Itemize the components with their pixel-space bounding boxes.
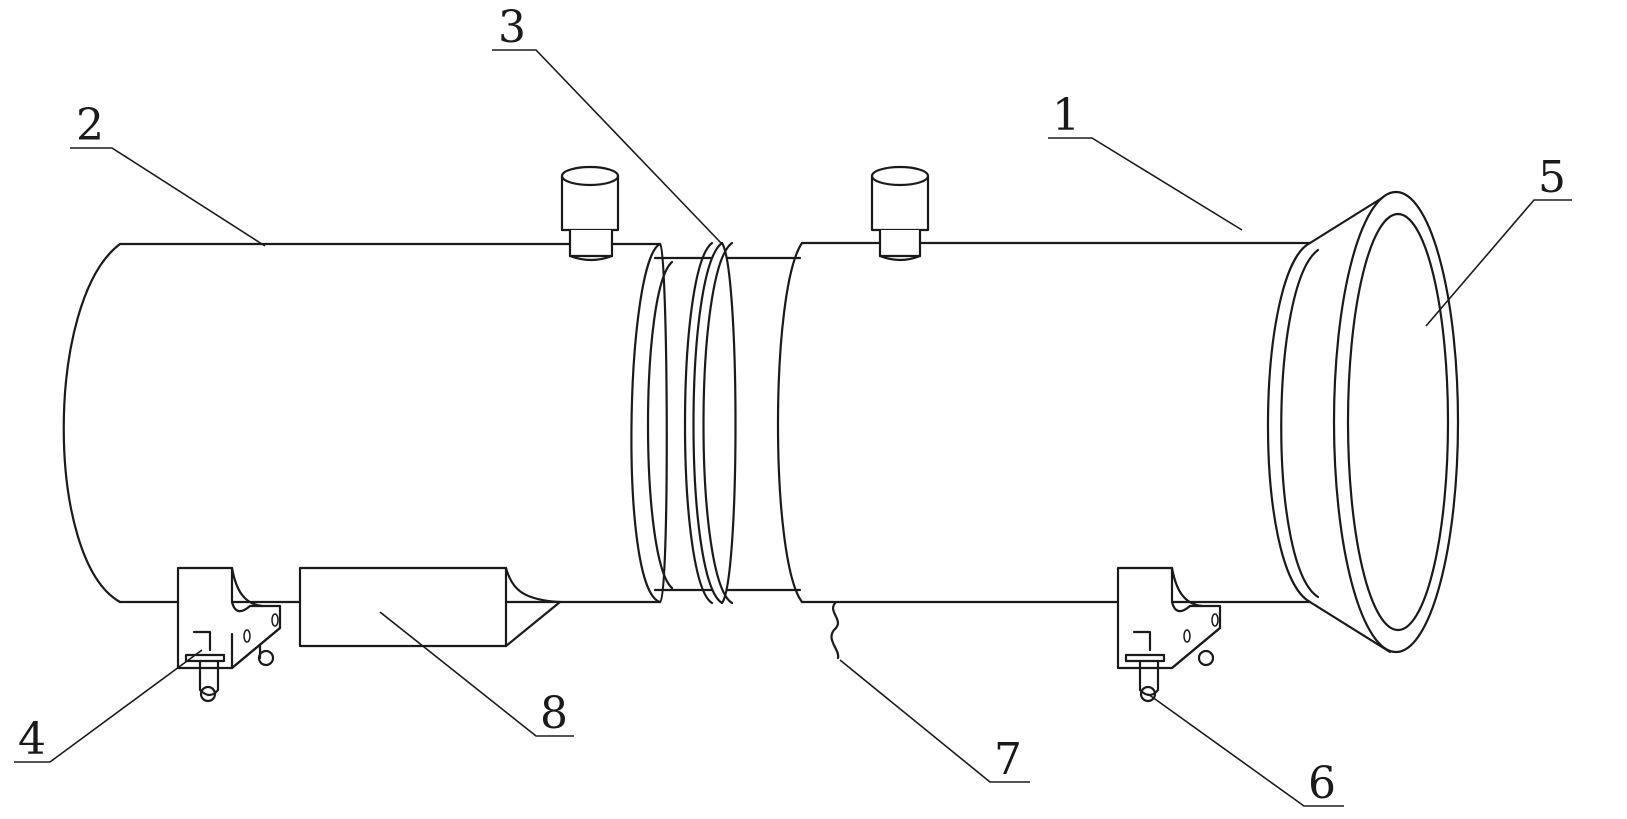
clamp-left [176, 566, 282, 703]
label-4: 4 [18, 714, 46, 765]
leader-lines [14, 49, 1572, 807]
cable [830, 600, 840, 660]
label-8: 8 [540, 688, 568, 739]
label-3: 3 [498, 2, 526, 53]
collar-ring [683, 241, 737, 605]
label-7: 7 [994, 734, 1022, 785]
label-6: 6 [1308, 758, 1336, 809]
callout-labels: 1 2 3 5 4 8 7 6 [18, 2, 1566, 809]
label-1: 1 [1052, 90, 1080, 141]
control-box [298, 566, 562, 648]
clamp-right [1116, 566, 1222, 703]
label-5: 5 [1538, 152, 1566, 203]
label-2: 2 [76, 100, 104, 151]
left-pipe [62, 242, 668, 604]
top-fitting-right [870, 165, 930, 262]
top-fitting-left [560, 165, 620, 262]
right-pipe [776, 241, 1312, 604]
flared-nozzle [1266, 190, 1460, 654]
